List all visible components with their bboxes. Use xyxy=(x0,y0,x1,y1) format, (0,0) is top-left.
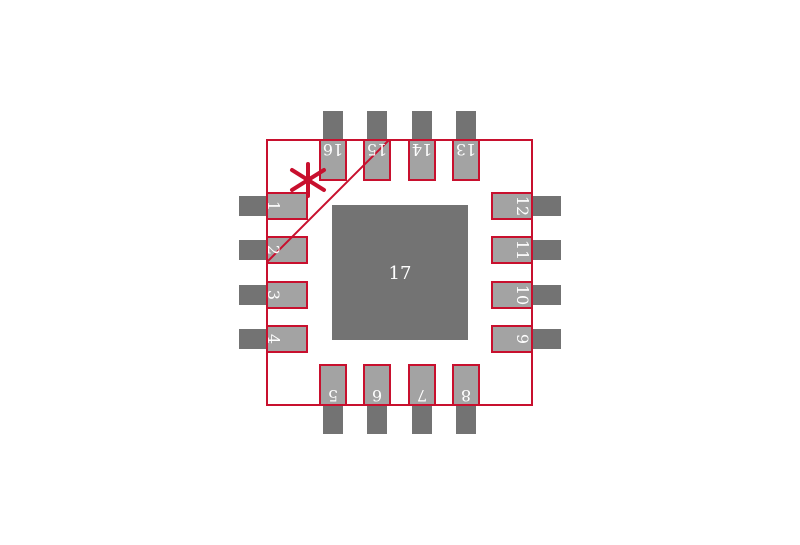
lead-right-11 xyxy=(529,240,561,260)
pin-label-12: 12 xyxy=(513,196,532,216)
pin-label-5: 5 xyxy=(328,386,338,405)
pin-label-2: 2 xyxy=(264,245,283,255)
pad-14 xyxy=(408,139,436,181)
pad-1 xyxy=(266,192,308,220)
lead-top-15 xyxy=(367,111,387,143)
pin-label-10: 10 xyxy=(513,285,532,305)
lead-left-3 xyxy=(239,285,271,305)
pad-7 xyxy=(408,364,436,406)
lead-right-12 xyxy=(529,196,561,216)
center-pad-label: 17 xyxy=(389,263,412,284)
lead-left-1 xyxy=(239,196,271,216)
pads xyxy=(266,139,533,406)
pin-label-8: 8 xyxy=(461,386,471,405)
pad-3 xyxy=(266,281,308,309)
pad-16 xyxy=(319,139,347,181)
pin-label-3: 3 xyxy=(264,290,283,300)
pin-label-1: 1 xyxy=(264,201,283,211)
pin-label-14: 14 xyxy=(412,140,432,159)
pad-8 xyxy=(452,364,480,406)
lead-top-16 xyxy=(323,111,343,143)
pad-13 xyxy=(452,139,480,181)
lead-left-2 xyxy=(239,240,271,260)
pin-label-13: 13 xyxy=(456,140,476,159)
pad-6 xyxy=(363,364,391,406)
pin-label-9: 9 xyxy=(513,334,532,344)
lead-tabs xyxy=(239,111,561,434)
center-pad xyxy=(332,205,468,340)
lead-right-9 xyxy=(529,329,561,349)
lead-bottom-7 xyxy=(412,402,432,434)
pin-label-4: 4 xyxy=(264,334,283,344)
pin-label-6: 6 xyxy=(372,386,382,405)
pin1-chamfer-line xyxy=(266,139,390,263)
body-outline xyxy=(266,139,533,406)
pin-label-15: 15 xyxy=(367,140,387,159)
lead-bottom-8 xyxy=(456,402,476,434)
pin-label-16: 16 xyxy=(323,140,343,159)
pin-label-7: 7 xyxy=(417,386,427,405)
lead-right-10 xyxy=(529,285,561,305)
pin1-asterisk-icon xyxy=(290,162,326,198)
lead-top-13 xyxy=(456,111,476,143)
pin-label-11: 11 xyxy=(513,240,532,260)
lead-bottom-6 xyxy=(367,402,387,434)
lead-top-14 xyxy=(412,111,432,143)
lead-bottom-5 xyxy=(323,402,343,434)
pin-labels: 1 2 3 4 12 11 10 9 16 15 14 13 5 6 7 8 xyxy=(264,140,532,405)
lead-left-4 xyxy=(239,329,271,349)
